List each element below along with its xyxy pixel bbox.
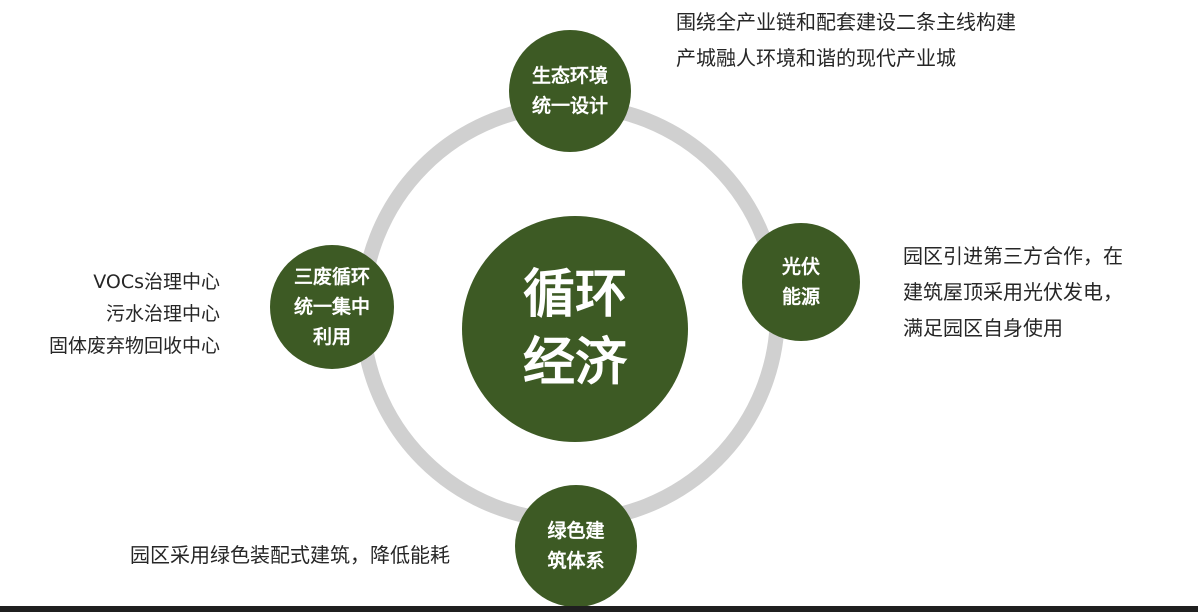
node-photovoltaic-energy-label: 光伏 能源 (781, 256, 820, 308)
center-node-label: 循环 经济 (522, 265, 627, 393)
node-waste-recycling-label: 三废循环 统一集中 利用 (293, 266, 370, 348)
node-photovoltaic-energy: 光伏 能源 (742, 223, 860, 341)
caption-green-building: 园区采用绿色装配式建筑，降低能耗 (130, 543, 450, 567)
node-green-building-label: 绿色建 筑体系 (547, 520, 605, 572)
node-green-building: 绿色建 筑体系 (515, 485, 637, 607)
node-ecological-design: 生态环境 统一设计 (509, 30, 631, 152)
node-ecological-design-label: 生态环境 统一设计 (531, 65, 608, 117)
bottom-divider (0, 606, 1198, 612)
caption-photovoltaic-energy: 园区引进第三方合作，在 建筑屋顶采用光伏发电， 满足园区自身使用 (903, 244, 1123, 340)
center-node-circular-economy: 循环 经济 (462, 216, 688, 442)
caption-ecological-design: 围绕全产业链和配套建设二条主线构建 产城融人环境和谐的现代产业城 (676, 10, 1016, 70)
node-waste-recycling: 三废循环 统一集中 利用 (270, 245, 394, 369)
caption-waste-recycling: VOCs治理中心 污水治理中心 固体废弃物回收中心 (48, 271, 220, 357)
